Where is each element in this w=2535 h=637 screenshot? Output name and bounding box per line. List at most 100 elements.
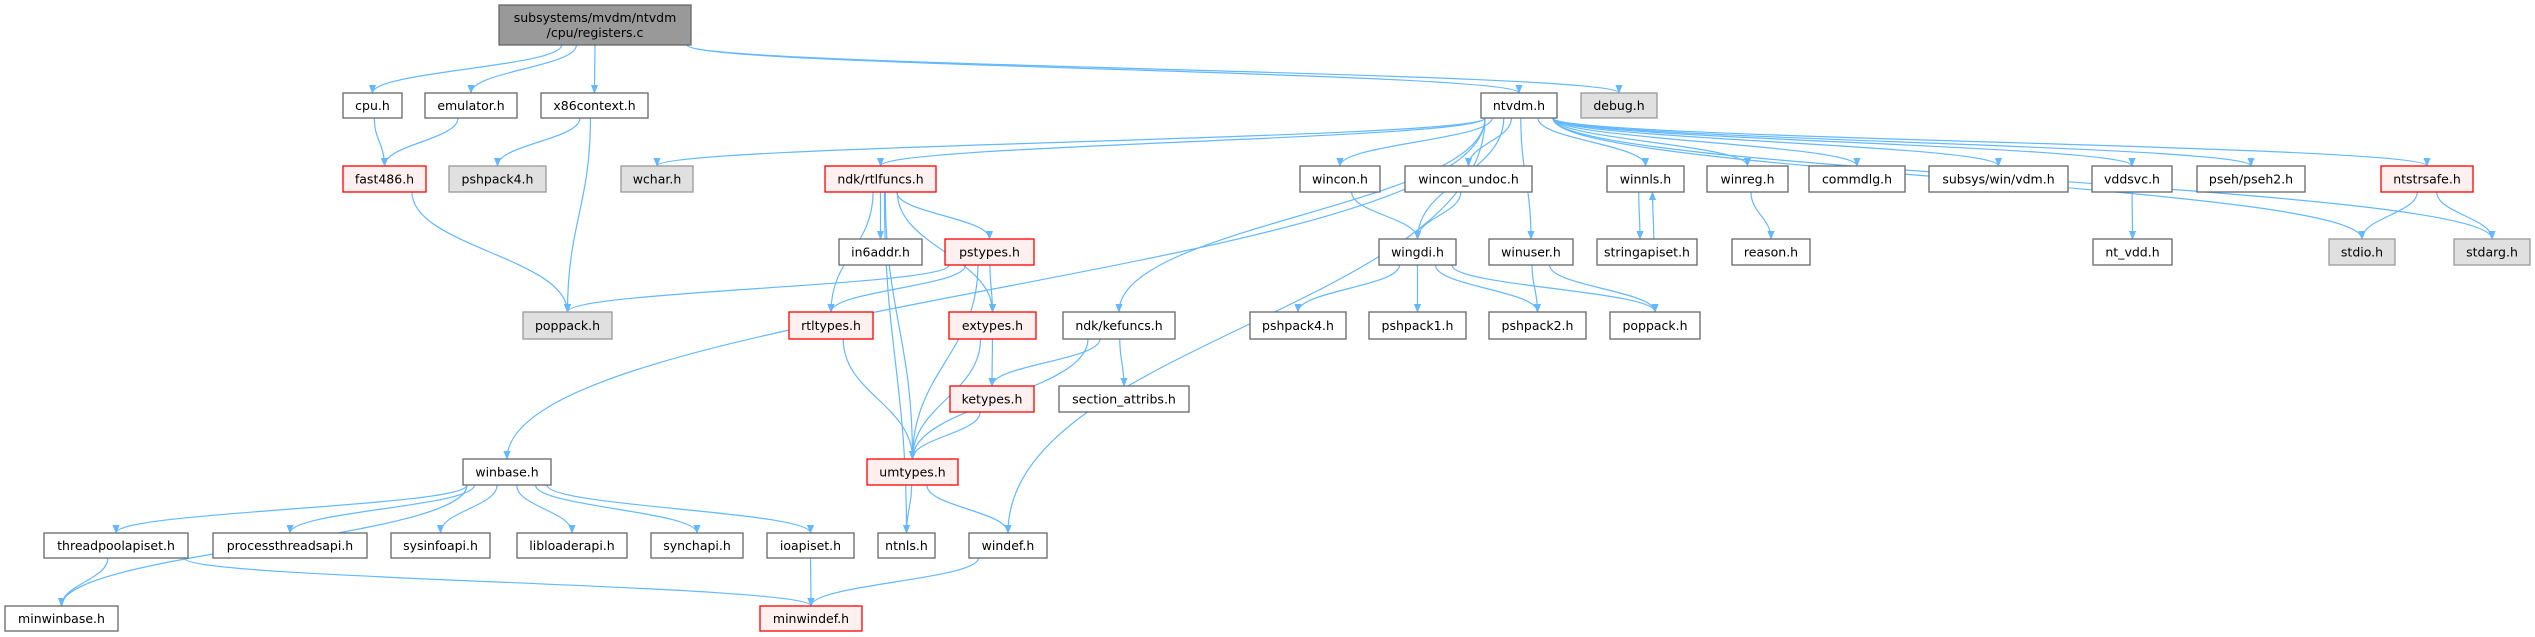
edge-ntvdm-to-rtlfuncs [877,117,1486,167]
edge-winbase-to-libloaderapi [516,484,576,534]
node-wchar[interactable]: wchar.h [620,165,694,193]
node-winnls[interactable]: winnls.h [1606,165,1685,193]
node-ioapiset[interactable]: ioapiset.h [766,532,855,559]
node-minwinbase[interactable]: minwinbase.h [4,605,119,632]
node-rtlfuncs[interactable]: ndk/rtlfuncs.h [824,165,937,193]
node-label: wingdi.h [1391,245,1444,260]
node-label: threadpoolapiset.h [57,538,175,553]
node-box [1808,165,1906,193]
node-wincon[interactable]: wincon.h [1299,165,1381,193]
node-libloaderapi[interactable]: libloaderapi.h [516,532,628,559]
edge-ntvdm-to-commdlg [1552,117,1861,167]
node-emulator[interactable]: emulator.h [424,92,518,119]
node-box [1928,165,2069,193]
node-nt-vdd[interactable]: nt_vdd.h [2092,238,2173,266]
node-label: emulator.h [437,98,504,113]
node-pshpack4a[interactable]: pshpack4.h [448,165,547,193]
node-box [1058,385,1190,413]
node-box [1480,92,1558,119]
node-minwindef[interactable]: minwindef.h [759,605,863,632]
node-winuser[interactable]: winuser.h [1488,238,1574,266]
node-poppacka[interactable]: poppack.h [522,311,613,340]
node-stdio[interactable]: stdio.h [2328,238,2396,266]
node-section-attribs[interactable]: section_attribs.h [1058,385,1190,413]
node-box [498,4,692,46]
node-box [838,238,923,266]
node-rtltypes[interactable]: rtltypes.h [788,311,874,340]
edge-wingdi-to-pshpack4b [1294,264,1401,313]
node-box [1299,165,1381,193]
node-stdarg[interactable]: stdarg.h [2453,238,2531,266]
node-box [1731,238,1811,266]
node-in6addr[interactable]: in6addr.h [838,238,923,266]
edge-ntvdm-to-winnls [1537,117,1650,167]
node-ntnls[interactable]: ntnls.h [877,532,936,559]
node-label: nt_vdd.h [2105,245,2159,260]
node-fast486[interactable]: fast486.h [342,165,427,193]
node-label: winnls.h [1620,172,1671,187]
node-label: rtltypes.h [801,318,861,333]
node-box [1596,238,1698,266]
edge-winuser-to-poppackb [1549,264,1659,313]
node-ntstrsafe[interactable]: ntstrsafe.h [2380,165,2474,193]
edge-winbase-to-synchapi [534,484,701,534]
node-box [1249,311,1347,340]
node-umtypes[interactable]: umtypes.h [866,458,959,486]
node-poppackb[interactable]: poppack.h [1609,311,1701,340]
node-pstypes[interactable]: pstypes.h [944,238,1035,266]
node-threadpoolapiset[interactable]: threadpoolapiset.h [43,532,189,559]
node-box [759,605,863,632]
node-box [390,532,491,559]
node-kefuncs[interactable]: ndk/kefuncs.h [1062,311,1176,340]
node-label: winreg.h [1720,172,1774,187]
node-box [1368,311,1467,340]
node-pshpack4b[interactable]: pshpack4.h [1249,311,1347,340]
node-vddsvc[interactable]: vddsvc.h [2091,165,2173,193]
edge-threadpoolapiset-to-minwinbase [57,557,109,607]
node-box [43,532,189,559]
node-box [2453,238,2531,266]
node-label: libloaderapi.h [529,538,614,553]
edge-stringapiset-to-winnls [1648,191,1657,240]
node-label: stdarg.h [2466,245,2518,260]
node-sysinfoapi[interactable]: sysinfoapi.h [390,532,491,559]
node-pshpack2[interactable]: pshpack2.h [1488,311,1587,340]
node-processthreadsapi[interactable]: processthreadsapi.h [212,532,368,559]
node-winreg[interactable]: winreg.h [1706,165,1789,193]
node-wingdi[interactable]: wingdi.h [1378,238,1457,266]
node-ntvdm[interactable]: ntvdm.h [1480,92,1558,119]
node-label: wincon.h [1312,172,1368,187]
node-box [968,532,1048,559]
edge-wingdi-to-pshpack2 [1434,264,1542,313]
node-box [1378,238,1457,266]
node-commdlg[interactable]: commdlg.h [1808,165,1906,193]
node-stringapiset[interactable]: stringapiset.h [1596,238,1698,266]
edge-wincon-to-wingdi [1351,191,1422,240]
node-box [212,532,368,559]
node-cpu[interactable]: cpu.h [342,92,403,119]
node-label: synchapi.h [663,538,731,553]
node-pshpack1[interactable]: pshpack1.h [1368,311,1467,340]
node-box [1606,165,1685,193]
node-box [866,458,959,486]
edge-rtlfuncs-to-pstypes [896,191,994,240]
edge-pstypes-to-poppacka [564,264,950,313]
node-vdm[interactable]: subsys/win/vdm.h [1928,165,2069,193]
edge-pstypes-to-extypes [988,264,997,313]
node-box [462,458,552,486]
node-box [877,532,936,559]
node-debug[interactable]: debug.h [1580,92,1658,119]
edge-winbase-to-threadpoolapiset [112,484,468,534]
node-label: stdio.h [2341,245,2383,260]
node-ketypes[interactable]: ketypes.h [949,385,1035,413]
node-label: winuser.h [1501,245,1561,260]
edge-pstypes-to-umtypes [908,264,979,460]
node-x86context[interactable]: x86context.h [540,92,649,119]
node-reason[interactable]: reason.h [1731,238,1811,266]
node-synchapi[interactable]: synchapi.h [650,532,744,559]
node-winbase[interactable]: winbase.h [462,458,552,486]
node-pseh2[interactable]: pseh/pseh2.h [2196,165,2306,193]
node-windef[interactable]: windef.h [968,532,1048,559]
node-wincon-undoc[interactable]: wincon_undoc.h [1404,165,1533,193]
node-extypes[interactable]: extypes.h [948,311,1037,340]
